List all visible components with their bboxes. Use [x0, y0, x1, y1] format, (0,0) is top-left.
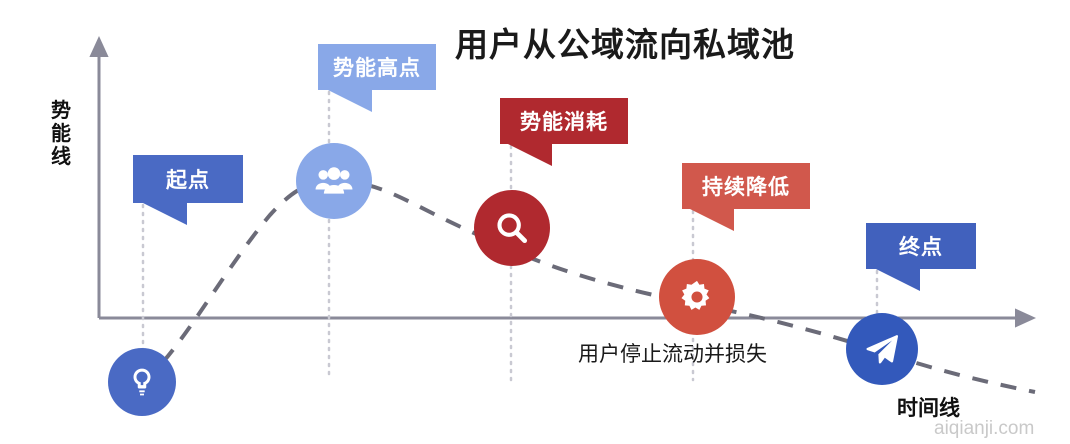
gear-icon — [681, 280, 710, 310]
magnifier-icon — [497, 213, 528, 244]
node-peak-point[interactable] — [296, 143, 372, 219]
callout-tail — [690, 209, 734, 231]
paper-plane-icon — [866, 334, 899, 364]
watermark: aiqianji.com — [934, 418, 1035, 439]
callout-tail — [143, 203, 187, 225]
users-group-icon — [315, 167, 353, 194]
callout-start[interactable]: 起点 — [133, 155, 243, 225]
node-consume-point[interactable] — [474, 190, 550, 266]
page-title: 用户从公域流向私域池 — [455, 26, 795, 63]
node-end-point[interactable] — [846, 313, 918, 385]
loss-caption: 用户停止流动并损失 — [578, 343, 767, 366]
callout-consume[interactable]: 势能消耗 — [500, 98, 628, 166]
callout-end-label: 终点 — [899, 236, 943, 259]
callout-start-label: 起点 — [166, 169, 210, 192]
callout-consume-label: 势能消耗 — [520, 111, 608, 134]
callout-tail — [328, 90, 372, 112]
callout-decline-label: 持续降低 — [702, 176, 790, 199]
callout-tail — [508, 144, 552, 166]
node-decline-point[interactable] — [659, 259, 735, 335]
x-axis-label: 时间线 — [897, 397, 960, 420]
y-axis-label: 势能线 — [51, 100, 71, 168]
callout-end[interactable]: 终点 — [866, 223, 976, 291]
node-start-point[interactable] — [108, 348, 176, 416]
callout-peak-label: 势能高点 — [333, 57, 421, 80]
callout-tail — [876, 269, 920, 291]
lightbulb-icon — [133, 368, 151, 396]
callout-decline[interactable]: 持续降低 — [682, 163, 810, 231]
callout-peak[interactable]: 势能高点 — [318, 44, 436, 112]
